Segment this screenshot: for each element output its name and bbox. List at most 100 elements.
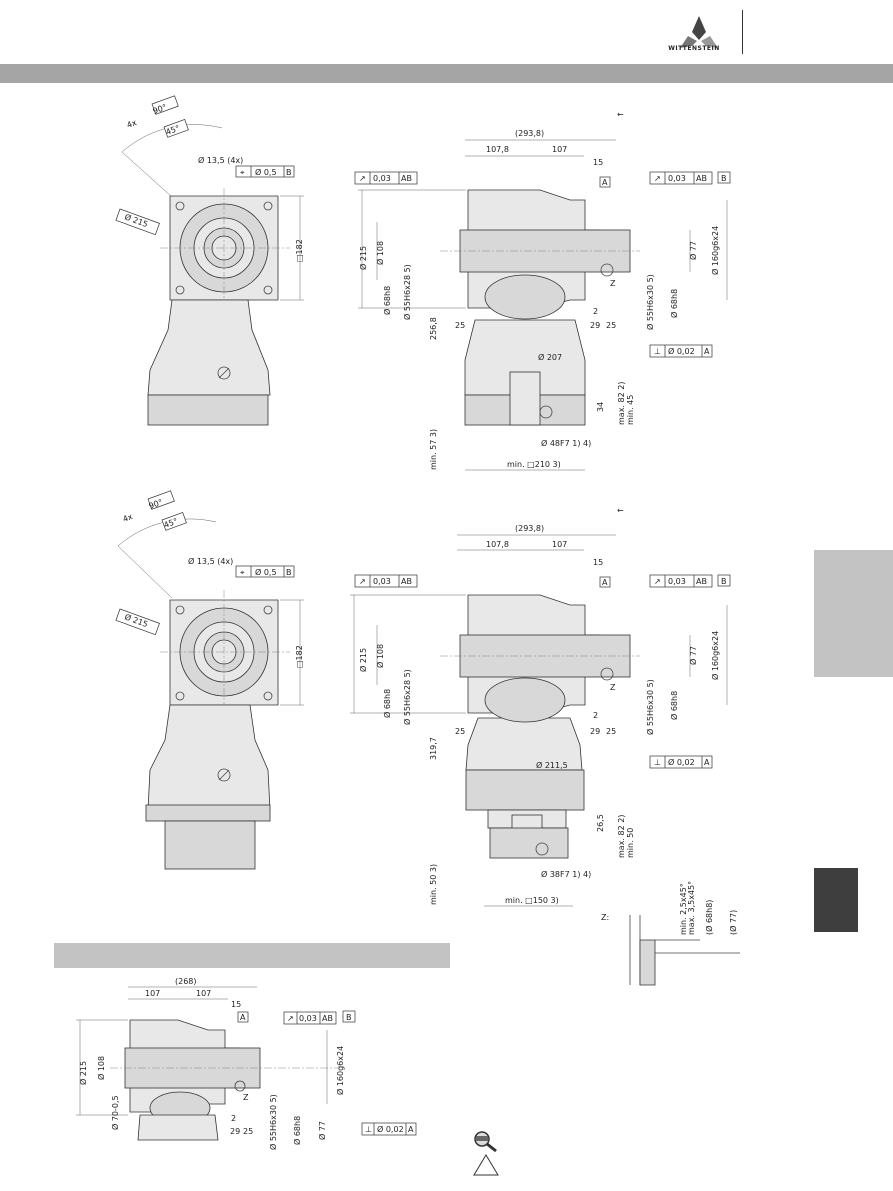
mid-d160: Ø 160g6x24 [710,631,720,680]
bottom-overall-length: (268) [175,977,197,986]
top-runout-left-refs: AB [401,174,412,183]
top-runout-right-refs: AB [696,174,707,183]
mid-h26: 26,5 [596,814,605,832]
mid-position-symbol: ⌖ [240,568,245,577]
wittenstein-logo [680,16,718,48]
top-d55: Ø 55H6x28 5) [402,264,412,320]
detail-chamfer-min: min. 2,5x45° [679,883,688,935]
top-perp-symbol: ⊥ [654,347,661,356]
top-d160: Ø 160g6x24 [710,226,720,275]
bottom-d68: Ø 68h8 [292,1116,302,1145]
top-perp-ref: A [704,347,710,356]
mid-perp: Ø 0,02 [668,757,695,767]
top-w29: 29 [590,321,600,330]
mid-min150: min. □150 3) [505,896,559,905]
top-w25r: 25 [606,321,616,330]
header-bar [0,64,893,83]
top-runout-right: 0,03 [668,174,686,183]
top-d55r: Ø 55H6x30 5) [645,274,655,330]
mid-perp-ref: A [704,758,710,767]
mid-square: □182 [295,645,304,668]
mid-ref-a: A [602,578,608,587]
brand-name: WITTENSTEIN [668,45,720,52]
mid-min50: min. 50 [626,828,635,858]
mid-max82: max. 82 2) [617,815,626,858]
bottom-w29: 29 [230,1127,240,1136]
top-runout-right-symbol: ↗ [654,174,661,183]
top-d48: Ø 48F7 1) 4) [541,438,591,448]
bottom-runout-refs: AB [322,1014,333,1023]
top-right-length: 107 [552,145,567,154]
bottom-d160: Ø 160g6x24 [335,1046,345,1095]
mid-d55r: Ø 55H6x30 5) [645,679,655,735]
mid-d68: Ø 68h8 [382,689,392,718]
mid-z-label: Z [610,683,616,692]
top-max82: max. 82 2) [617,382,626,425]
bottom-perp-symbol: ⊥ [365,1125,372,1134]
top-d215: Ø 215 [358,246,368,270]
top-left-length: 107,8 [486,145,509,154]
bottom-z-label: Z [243,1093,249,1102]
top-h34: 34 [596,402,605,412]
top-w2: 2 [593,307,598,316]
detail-chamfer-max: max. 3,5x45° [687,881,696,935]
bottom-d55: Ø 55H6x30 5) [268,1094,278,1150]
top-hole-ref: B [286,168,292,177]
bottom-w2: 2 [231,1114,236,1123]
bottom-small-dim: 15 [231,1000,241,1009]
mid-overall-length: (293,8) [515,524,544,533]
bottom-runout-symbol: ↗ [287,1014,294,1023]
bottom-ref-b: B [346,1013,352,1022]
top-min210: min. □210 3) [507,460,561,469]
mid-w25: 25 [455,727,465,736]
top-runout-left-symbol: ↗ [359,174,366,183]
bottom-d70: Ø 70-0,5 [110,1095,120,1130]
top-square: □182 [295,239,304,262]
top-side-view: ← (293,8) 107,8 107 15 A B ↗ 0,03 AB ↗ 0… [354,110,731,471]
bottom-d108: Ø 108 [96,1056,106,1080]
mid-w25r: 25 [606,727,616,736]
top-small-dim: 15 [593,158,603,167]
mid-w29: 29 [590,727,600,736]
mid-height: 319,7 [429,737,438,760]
mid-d211: Ø 211,5 [536,760,568,770]
top-d77: Ø 77 [688,241,698,260]
mid-hole-ref: B [286,568,292,577]
top-d68: Ø 68h8 [382,286,392,315]
top-runout-left: 0,03 [373,174,391,183]
mid-ref-b: B [721,577,727,586]
top-angle-4x: 4x [126,118,139,130]
mid-angle-4x: 4x [122,512,135,524]
bottom-d215: Ø 215 [78,1061,88,1085]
top-d68r: Ø 68h8 [669,289,679,318]
top-hole-tol: Ø 0,5 [255,167,277,177]
top-position-symbol: ⌖ [240,168,245,177]
mid-runout-left: 0,03 [373,577,391,586]
bottom-right-length: 107 [196,989,211,998]
bottom-runout: 0,03 [299,1014,317,1023]
mid-small-dim: 15 [593,558,603,567]
top-overall-length: (293,8) [515,129,544,138]
bottom-ref-a: A [240,1013,246,1022]
mid-runout-right-symbol: ↗ [654,577,661,586]
mid-w2: 2 [593,711,598,720]
mid-runout-left-refs: AB [401,577,412,586]
top-perp: Ø 0,02 [668,346,695,356]
detail-d68: (Ø 68h8) [704,900,714,935]
mid-front-view: 4x 90° 45° Ø 13,5 (4x) ⌖ Ø 0,5 B Ø 215 □… [115,490,304,870]
bottom-side-view: (268) 107 107 15 A ↗ 0,03 AB B Ø 215 Ø 1… [76,977,417,1150]
top-min45: min. 45 [626,395,635,425]
top-min57: min. 57 3) [429,429,438,470]
bottom-left-length: 107 [145,989,160,998]
bottom-d77: Ø 77 [317,1121,327,1140]
detail-z: Z: min. 2,5x45° max. 3,5x45° (Ø 68h8) (Ø… [601,881,740,986]
top-arrow: ← [617,110,624,119]
top-z-label: Z [610,279,616,288]
mid-d38: Ø 38F7 1) 4) [541,869,591,879]
mid-runout-right-refs: AB [696,577,707,586]
mid-d215: Ø 215 [358,648,368,672]
mid-arrow: ← [617,506,624,515]
section-bar [54,943,450,968]
top-ref-a: A [602,178,608,187]
